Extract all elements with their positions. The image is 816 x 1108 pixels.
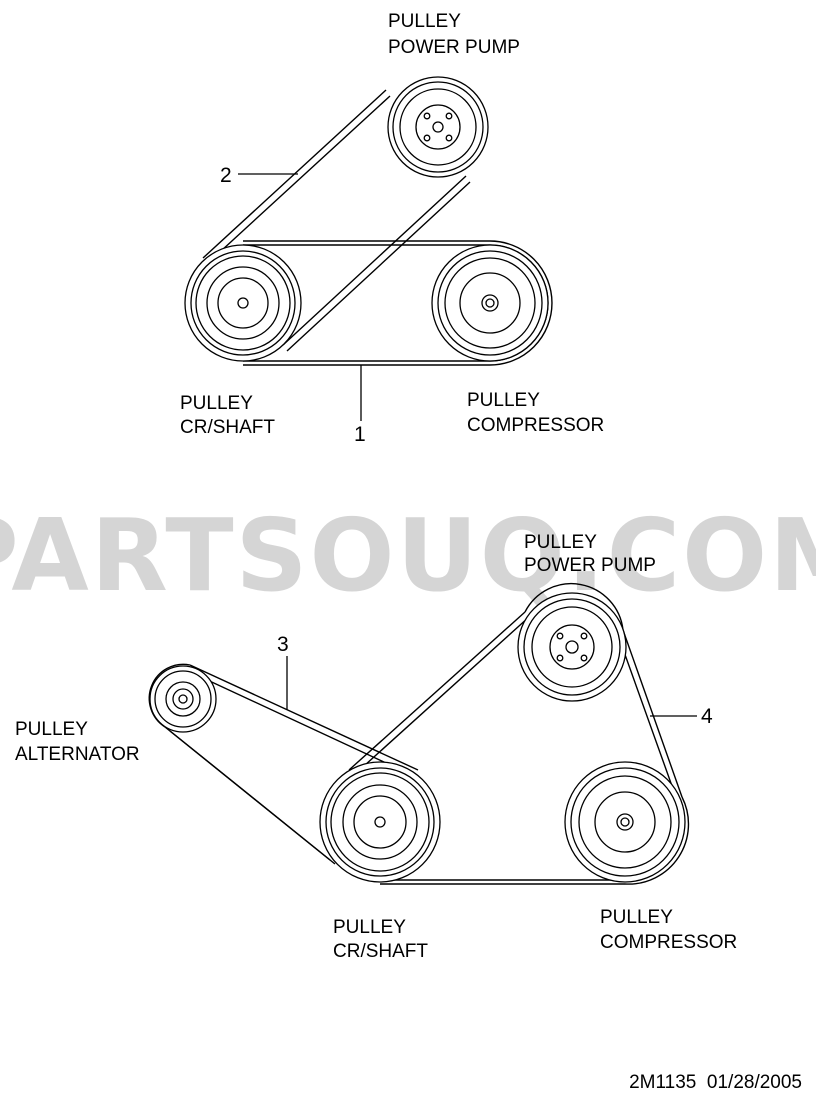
top-crankshaft-label-2: CR/SHAFT [180,417,275,438]
watermark: PARTSOUQ.COM [0,497,816,614]
alternator-label-1: PULLEY [15,719,88,740]
bottom-crankshaft-pulley [319,761,441,883]
bottom-compressor-label-2: COMPRESSOR [600,932,737,953]
alternator-label-2: ALTERNATOR [15,744,140,765]
top-power-pump-label-1: PULLEY [388,11,461,32]
top-compressor-label-2: COMPRESSOR [467,415,604,436]
bottom-power-pump-pulley [517,592,627,702]
bottom-crankshaft-label-2: CR/SHAFT [333,941,428,962]
bottom-power-pump-label-1: PULLEY [524,532,597,553]
bottom-compressor-label-1: PULLEY [600,907,673,928]
top-crankshaft-pulley [184,244,302,362]
top-compressor-pulley [431,244,549,362]
diagram-id: 2M1135 01/28/2005 [629,1072,802,1093]
belt-4 [348,582,690,885]
bottom-crankshaft-label-1: PULLEY [333,917,406,938]
belt-3 [148,663,419,865]
alternator-pulley [149,665,217,733]
top-crankshaft-label-1: PULLEY [180,393,253,414]
bottom-compressor-pulley [564,761,686,883]
top-compressor-label-1: PULLEY [467,390,540,411]
callout-1: 1 [354,423,366,446]
callout-2: 2 [220,164,232,187]
top-belt-layout: PULLEY POWER PUMP PULLEY CR/SHAFT PULLEY… [180,11,604,446]
bottom-belt-layout: PULLEY POWER PUMP PULLEY ALTERNATOR PULL… [15,532,737,962]
top-power-pump-label-2: POWER PUMP [388,37,520,58]
bottom-power-pump-label-2: POWER PUMP [524,555,656,576]
callout-4: 4 [701,705,713,728]
top-power-pump-pulley [387,76,489,178]
callout-3: 3 [277,633,289,656]
